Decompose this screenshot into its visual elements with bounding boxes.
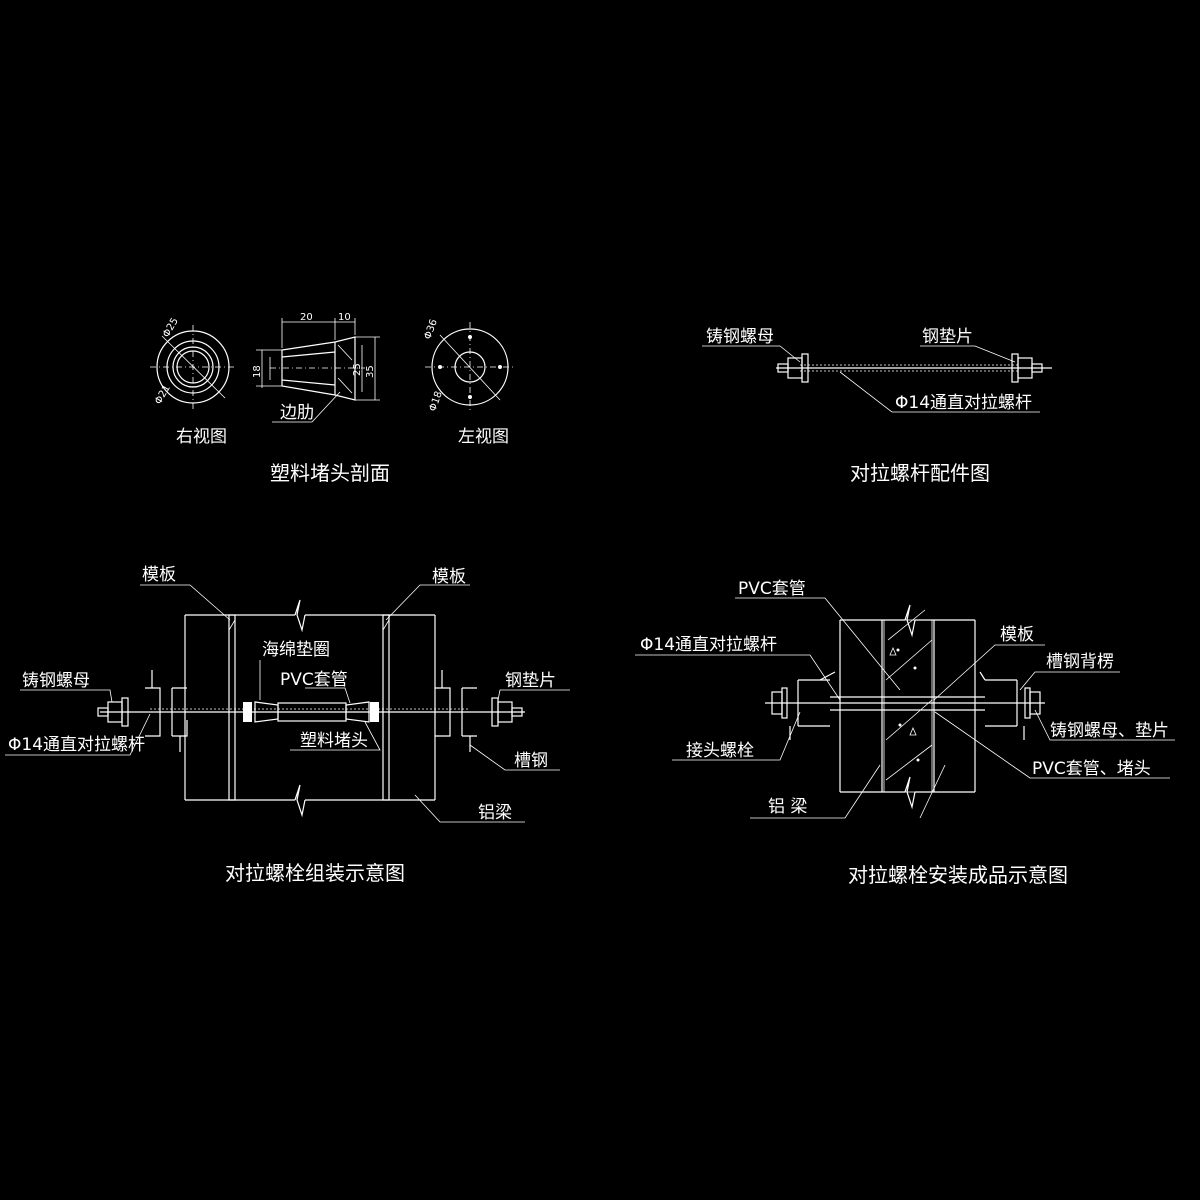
nut-washer-label: 铸钢螺母、垫片 — [1050, 721, 1169, 741]
dim-25: 25 — [352, 363, 363, 376]
pvc-leader — [305, 687, 351, 704]
assembly-beam-label: 铝梁 — [478, 803, 512, 823]
assembly-rod-label: Φ14通直对拉螺杆 — [8, 735, 145, 755]
installed-formwork-label: 模板 — [1000, 625, 1034, 645]
channel-back-leader — [1019, 671, 1120, 691]
formwork-left-leader — [140, 584, 231, 621]
rod-parts-drawing — [776, 353, 1052, 383]
nut-washer-leader — [1034, 709, 1175, 741]
sponge-ring-label: 海绵垫圈 — [262, 640, 330, 660]
nut-left-leader — [20, 689, 113, 703]
dim-18: 18 — [252, 365, 263, 378]
assembly-panel: 模板 模板 海绵垫圈 PVC套管 铸钢螺母 钢垫片 Φ14通直对拉螺杆 塑料堵头… — [5, 565, 570, 885]
rod-parts-panel: 铸钢螺母 钢垫片 Φ14通直对拉螺杆 对拉螺杆配件图 — [702, 327, 1052, 485]
joint-bolt-leader — [672, 711, 801, 761]
installed-rod-label: Φ14通直对拉螺杆 — [640, 635, 777, 655]
pvc-plug-label: PVC套管、堵头 — [1032, 759, 1151, 779]
assembly-plug-label: 塑料堵头 — [300, 731, 368, 751]
right-view-drawing — [150, 325, 236, 410]
assembly-drawing — [97, 599, 525, 818]
installed-beam-label: 铝 梁 — [768, 797, 807, 817]
dim-10: 10 — [338, 312, 351, 323]
formwork-right-leader — [385, 584, 470, 621]
dim-35: 35 — [365, 365, 376, 378]
plug-section-drawing — [256, 318, 380, 423]
rod-assembly-leader — [5, 713, 151, 756]
rod-label: Φ14通直对拉螺杆 — [895, 393, 1032, 413]
plug-leader — [290, 721, 381, 751]
installed-panel: PVC套管 Φ14通直对拉螺杆 模板 槽钢背楞 铸钢螺母、垫片 接头螺栓 PVC… — [635, 579, 1175, 887]
beam-leader-2 — [919, 764, 946, 819]
washer-leader — [920, 345, 1016, 363]
installed-formwork-leader — [933, 644, 1045, 701]
assembly-nut-label: 铸钢螺母 — [22, 671, 90, 691]
formwork-right-label: 模板 — [432, 567, 466, 587]
right-view-label: 右视图 — [176, 427, 227, 447]
rod-parts-title: 对拉螺杆配件图 — [850, 461, 990, 485]
nut-leader — [702, 345, 801, 363]
plug-section-title: 塑料堵头剖面 — [270, 461, 390, 485]
plug-section-panel: Φ25 Φ21 右视图 — [150, 312, 515, 485]
left-view-label: 左视图 — [458, 427, 509, 447]
beam-leader — [414, 794, 525, 823]
formwork-left-label: 模板 — [142, 565, 176, 585]
pvc-plug-leader — [934, 711, 1170, 779]
installed-title: 对拉螺栓安装成品示意图 — [848, 863, 1068, 887]
rib-label: 边肋 — [280, 403, 314, 423]
installed-rod-leader — [635, 654, 841, 701]
dim-20: 20 — [300, 312, 313, 323]
dim-d25: Φ25 — [161, 316, 181, 339]
dim-d36: Φ36 — [422, 318, 439, 341]
channel-back-label: 槽钢背楞 — [1046, 652, 1114, 672]
rod-leader — [839, 371, 1040, 413]
assembly-title: 对拉螺栓组装示意图 — [225, 861, 405, 885]
installed-pvc-label: PVC套管 — [738, 579, 806, 599]
channel-leader — [469, 744, 560, 771]
assembly-channel-label: 槽钢 — [514, 751, 548, 771]
rod-nut-label: 铸钢螺母 — [706, 327, 774, 347]
joint-bolt-label: 接头螺栓 — [686, 741, 754, 761]
dim-d18: Φ18 — [427, 390, 444, 413]
rod-washer-label: 钢垫片 — [922, 327, 973, 347]
assembly-pvc-label: PVC套管 — [280, 670, 348, 690]
left-view-drawing — [425, 322, 515, 412]
washer-right-leader — [497, 689, 570, 701]
installed-drawing — [765, 604, 1045, 810]
assembly-washer-label: 钢垫片 — [505, 671, 556, 691]
installed-pvc-leader — [735, 597, 901, 691]
installed-beam-leader — [750, 764, 881, 819]
